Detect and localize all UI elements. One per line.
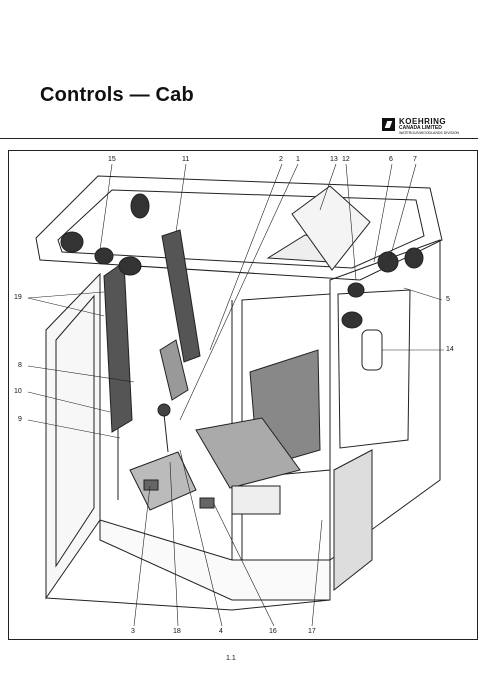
- roof-light-2: [94, 247, 114, 265]
- control-handle: [159, 339, 189, 401]
- callout-4: 4: [219, 628, 223, 635]
- company-logo: KOEHRING CANADA LIMITED WATEROUS/WOODLAN…: [382, 117, 478, 138]
- left-door: [45, 272, 101, 600]
- logo-k-mark-icon: [382, 118, 395, 131]
- right-wall: [329, 239, 441, 561]
- roof-light-5: [347, 282, 365, 298]
- joystick-console: [129, 451, 197, 511]
- centre-control-panel: [161, 229, 201, 363]
- electrical-cabinet: [333, 449, 373, 592]
- callout-3: 3: [131, 628, 135, 635]
- roof-light-3: [118, 256, 142, 276]
- callout-18: 18: [173, 628, 181, 635]
- roof-light-6: [377, 251, 399, 273]
- callout-19: 19: [14, 294, 22, 301]
- logo-division: WATEROUS/WOODLANDS DIVISION: [399, 131, 460, 135]
- sun-visor: [291, 185, 371, 271]
- fire-extinguisher: [361, 329, 383, 371]
- callout-12: 12: [342, 156, 350, 163]
- operator-seat-cushion: [195, 417, 301, 489]
- side-window: [337, 289, 411, 449]
- callout-13: 13: [330, 156, 338, 163]
- callout-2: 2: [279, 156, 283, 163]
- callout-14: 14: [446, 346, 454, 353]
- logo-name: KOEHRING: [399, 117, 447, 126]
- callout-5: 5: [446, 296, 450, 303]
- callout-15: 15: [108, 156, 116, 163]
- roof-light-4: [130, 193, 150, 219]
- page-title: Controls — Cab: [40, 84, 194, 106]
- callout-6: 6: [389, 156, 393, 163]
- callout-9: 9: [18, 416, 22, 423]
- callout-1: 1: [296, 156, 300, 163]
- illustration-frame: [8, 150, 478, 640]
- callout-7: 7: [413, 156, 417, 163]
- header-rule: [0, 138, 478, 139]
- callout-16: 16: [269, 628, 277, 635]
- roof-light-7: [404, 247, 424, 269]
- callout-17: 17: [308, 628, 316, 635]
- left-control-panel: [103, 261, 133, 433]
- cab-floor: [99, 519, 331, 601]
- callout-10: 10: [14, 388, 22, 395]
- pedal-left: [143, 479, 159, 491]
- roof-light-1: [60, 231, 84, 253]
- roof-inner: [57, 189, 425, 269]
- roof-light-8: [341, 311, 363, 329]
- callout-leaders: [27, 163, 444, 627]
- callout-11: 11: [182, 156, 190, 163]
- logo-subtitle: CANADA LIMITED: [399, 125, 442, 131]
- seat-base: [231, 485, 281, 515]
- callout-8: 8: [18, 362, 22, 369]
- pedal-right: [199, 497, 215, 509]
- page-number: 1.1: [226, 655, 236, 662]
